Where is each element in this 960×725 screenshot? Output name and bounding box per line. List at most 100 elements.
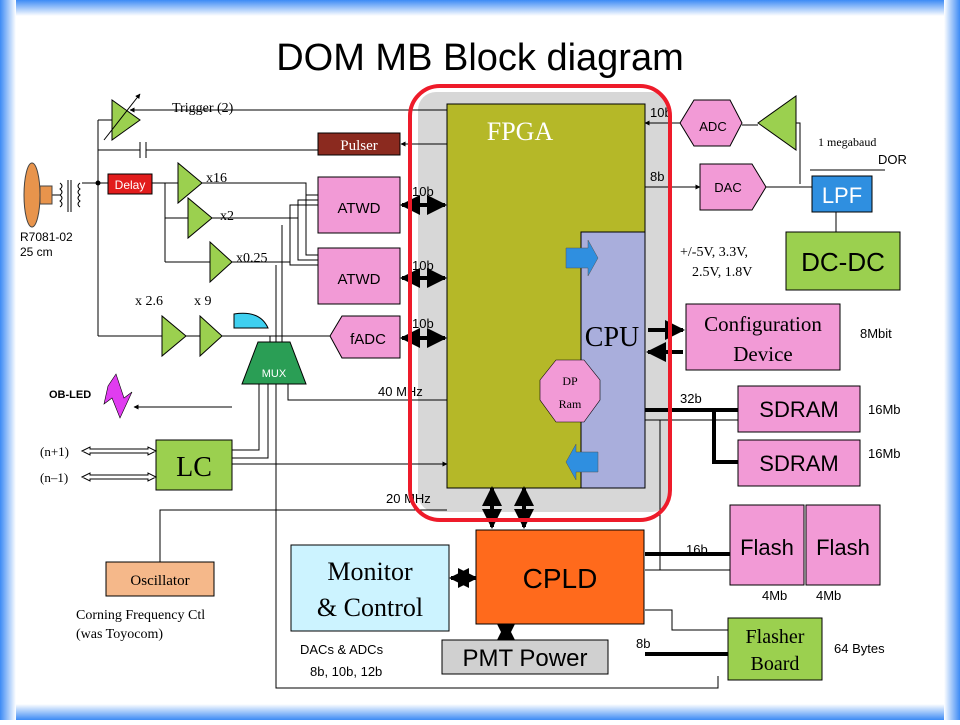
cpu-arrow-right-icon [565, 239, 599, 277]
flasher-size: 64 Bytes [834, 641, 885, 656]
obled-icon [103, 373, 133, 419]
dac-label: DAC [714, 180, 741, 195]
amp-x16-icon [177, 161, 203, 205]
lc-label: LC [176, 452, 212, 483]
monitor-label-1: Monitor [327, 557, 413, 586]
cpld-block [475, 529, 645, 625]
pmt-size: 25 cm [20, 245, 53, 259]
cpu-arrow-left-icon [565, 443, 599, 481]
cpu-block [580, 231, 646, 489]
clock-40mhz: 40 MHz [378, 384, 423, 399]
atwd-block-1 [317, 176, 401, 234]
amp-x2-label: x2 [220, 209, 234, 224]
lc-neighbor-up: (n+1) [40, 444, 69, 459]
flash-label-2: Flash [816, 535, 870, 560]
dcdc-label: DC-DC [801, 247, 885, 277]
obled-label: OB-LED [49, 389, 91, 401]
bus-atwd2-width: 10b [412, 258, 434, 273]
transformer-icon [59, 180, 81, 212]
dor-label: DOR [878, 152, 907, 167]
sdram-block-2 [737, 439, 861, 487]
pulser-block [317, 132, 401, 156]
flasher-label-2: Board [751, 653, 800, 675]
sdram-label-2: SDRAM [759, 451, 838, 476]
configuration-label-1: Configuration [704, 312, 822, 336]
frame-right [944, 0, 960, 720]
pulser-label: Pulser [340, 138, 378, 154]
pmt-model: R7081-02 [20, 230, 73, 244]
fadc-block [329, 315, 401, 359]
amp-x26-label: x 2.6 [135, 294, 163, 309]
mux-block [241, 341, 307, 385]
lc-block [155, 439, 233, 491]
bus-fadc-width: 10b [412, 316, 434, 331]
clock-20mhz: 20 MHz [386, 491, 431, 506]
configuration-block [685, 303, 841, 371]
dac-block [699, 163, 767, 211]
wiring [40, 107, 885, 689]
frame-top [0, 0, 960, 16]
lc-links [80, 446, 158, 482]
dacs-label-2: 8b, 10b, 12b [310, 664, 382, 679]
dp-ram-label-2: Ram [559, 397, 582, 411]
flash-size-1: 4Mb [762, 588, 787, 603]
capacitor-icon [139, 142, 147, 158]
amp-x025-label: x0.25 [236, 251, 268, 266]
bus-sdram-width: 32b [680, 391, 702, 406]
bus-adc-width: 10b [650, 105, 672, 120]
amp-x9-label: x 9 [194, 294, 212, 309]
configuration-label-2: Device [733, 342, 792, 366]
monitor-control-block [290, 544, 450, 632]
pmt-power-block [441, 639, 609, 675]
atwd-label-2: ATWD [337, 271, 380, 288]
corning-label-2: (was Toyocom) [76, 627, 163, 642]
bus-atwd1-width: 10b [412, 184, 434, 199]
frame-bottom [0, 704, 960, 720]
lpf-label: LPF [822, 183, 862, 208]
adc-label: ADC [699, 119, 726, 134]
dp-ram-block [539, 359, 601, 423]
bus-flasher-width: 8b [636, 636, 650, 651]
voltage-label-2: 2.5V, 1.8V [692, 265, 752, 280]
cpu-label: CPU [585, 322, 639, 353]
pmt-icon [23, 162, 41, 228]
delay-block [107, 173, 153, 195]
atwd-block-2 [317, 247, 401, 305]
pmt-base [39, 185, 53, 205]
oscillator-block [105, 561, 215, 597]
flasher-board-block [727, 617, 823, 681]
fpga-label: FPGA [487, 117, 554, 146]
corning-label-1: Corning Frequency Ctl [76, 608, 205, 623]
adc-amp-icon [757, 95, 797, 151]
trigger-comparator-icon [103, 93, 141, 141]
junction-dot [95, 180, 101, 186]
fadc-label: fADC [350, 331, 386, 348]
flash-label-1: Flash [740, 535, 794, 560]
pmt-power-label: PMT Power [463, 645, 588, 672]
monitor-label-2: & Control [317, 593, 423, 622]
bus-flash-width: 16b [686, 542, 708, 557]
cpld-label: CPLD [523, 563, 598, 594]
mux-label: MUX [262, 368, 287, 380]
atwd-label-1: ATWD [337, 200, 380, 217]
sdram-block-1 [737, 385, 861, 433]
flash-block-1 [729, 504, 805, 586]
amp-x16-label: x16 [206, 171, 227, 186]
dp-ram-label-1: DP [562, 374, 578, 388]
config-size: 8Mbit [860, 326, 892, 341]
amp-x2-icon [187, 196, 213, 240]
delay-label: Delay [115, 178, 146, 192]
adc-block [679, 99, 743, 147]
flash-block-2 [805, 504, 881, 586]
oscillator-label: Oscillator [130, 573, 189, 589]
flasher-label-1: Flasher [746, 626, 805, 648]
bus-dac-width: 8b [650, 169, 664, 184]
amp-x025-icon [209, 240, 233, 284]
dcdc-block [785, 231, 901, 291]
dacs-label-1: DACs & ADCs [300, 642, 384, 657]
amp-x9-icon [199, 314, 223, 358]
lpf-block [811, 175, 873, 213]
fpga-highlight-outline [408, 84, 672, 522]
page-title: DOM MB Block diagram [276, 37, 684, 79]
